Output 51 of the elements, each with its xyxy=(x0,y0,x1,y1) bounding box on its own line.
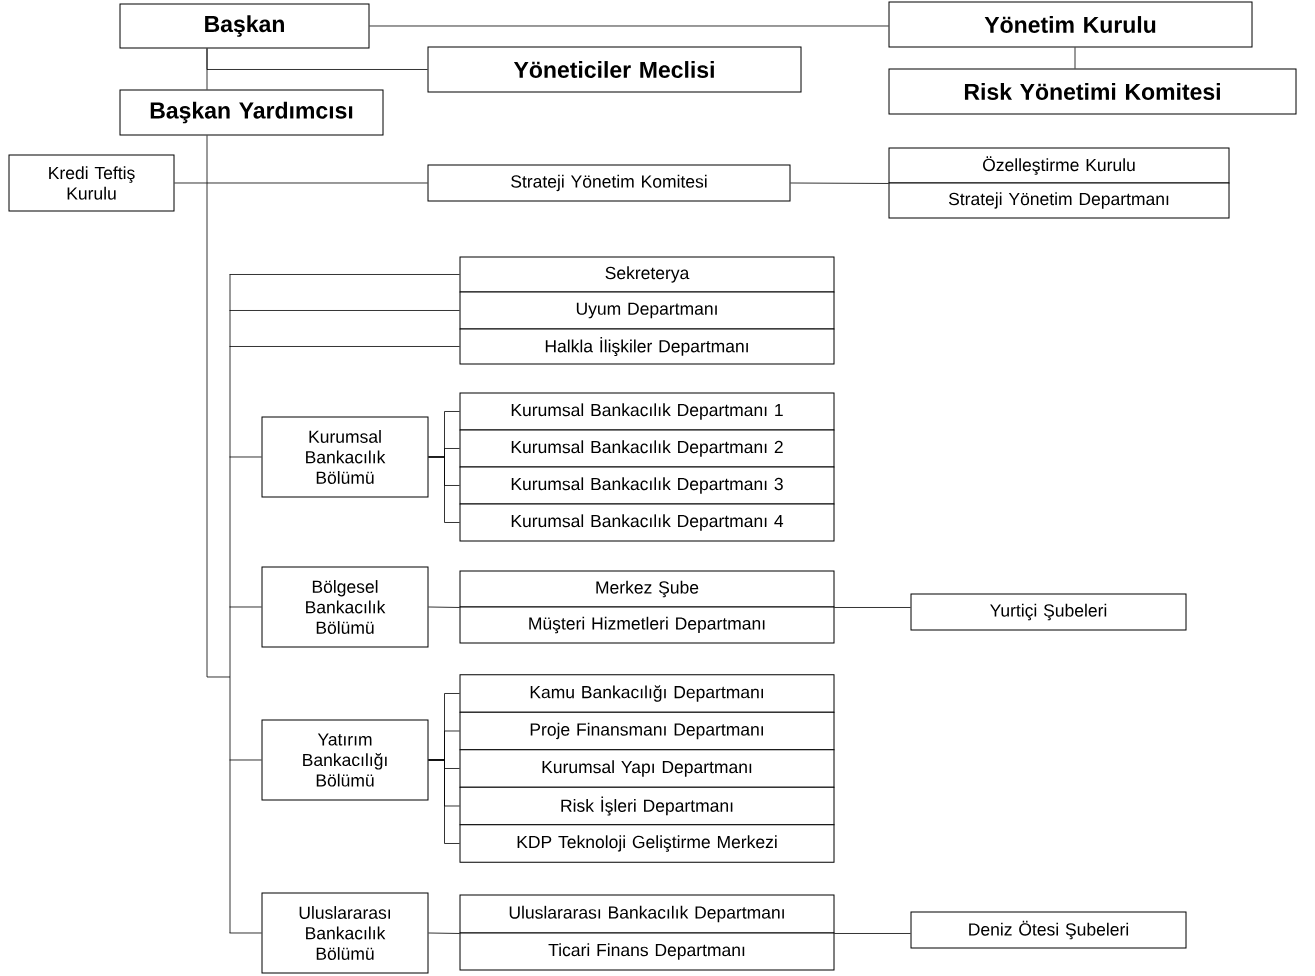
department-box: Kurumsal Bankacılık Departmanı 3 xyxy=(459,466,835,505)
division-box: Yatırım Bankacılığı Bölümü xyxy=(261,719,429,801)
connector-line xyxy=(229,310,460,311)
connector-line xyxy=(206,48,208,90)
connector-line xyxy=(229,932,262,934)
connector-line xyxy=(790,182,889,184)
org-box: Yönetim Kurulu xyxy=(888,1,1253,48)
division-box: Kurumsal Bankacılık Bölümü xyxy=(261,416,429,498)
connector-line xyxy=(174,182,207,184)
department-box: Müşteri Hizmetleri Departmanı xyxy=(459,606,835,644)
connector-line xyxy=(369,25,889,27)
connector-line xyxy=(834,607,911,608)
org-box: Başkan xyxy=(119,3,370,49)
connector-line xyxy=(206,135,231,934)
connector-line xyxy=(229,346,460,347)
department-box: Kurumsal Yapı Departmanı xyxy=(459,749,835,788)
org-box: Başkan Yardımcısı xyxy=(119,89,384,136)
department-box: Merkez Şube xyxy=(459,570,835,608)
connector-line xyxy=(229,274,460,275)
connector-line xyxy=(428,606,460,608)
connector-line xyxy=(229,759,262,761)
connector-line xyxy=(834,933,911,934)
department-box: Risk İşleri Departmanı xyxy=(459,786,835,826)
connector-line xyxy=(1074,47,1076,69)
connector-line xyxy=(428,932,460,934)
org-box: Risk Yönetimi Komitesi xyxy=(888,68,1297,115)
division-box: Bölgesel Bankacılık Bölümü xyxy=(261,566,429,648)
department-box: Kurumsal Bankacılık Departmanı 4 xyxy=(459,503,835,542)
department-box: Deniz Ötesi Şubeleri xyxy=(910,911,1187,949)
department-box: Uluslararası Bankacılık Departmanı xyxy=(459,894,835,934)
org-box: Yöneticiler Meclisi xyxy=(427,46,802,93)
connector-line xyxy=(428,759,460,844)
department-box: Strateji Yönetim Departmanı xyxy=(888,182,1230,219)
department-box: Kurumsal Bankacılık Departmanı 1 xyxy=(459,392,835,431)
department-box: Yurtiçi Şubeleri xyxy=(910,593,1187,631)
department-box: Sekreterya xyxy=(459,256,835,293)
department-box: Strateji Yönetim Komitesi xyxy=(427,164,791,202)
department-box: Proje Finansmanı Departmanı xyxy=(459,711,835,751)
department-box: Kurumsal Bankacılık Departmanı 2 xyxy=(459,429,835,468)
connector-line xyxy=(428,456,460,523)
department-box: KDP Teknoloji Geliştirme Merkezi xyxy=(459,824,835,863)
department-box: Uyum Departmanı xyxy=(459,291,835,330)
division-box: Kredi Teftiş Kurulu xyxy=(8,154,175,212)
division-box: Uluslararası Bankacılık Bölümü xyxy=(261,892,429,974)
connector-line xyxy=(229,456,262,458)
department-box: Halkla İlişkiler Departmanı xyxy=(459,328,835,365)
connector-line xyxy=(229,606,262,608)
connector-line xyxy=(206,182,428,184)
department-box: Kamu Bankacılığı Departmanı xyxy=(459,674,835,713)
department-box: Ticari Finans Departmanı xyxy=(459,932,835,971)
department-box: Özelleştirme Kurulu xyxy=(888,147,1230,184)
